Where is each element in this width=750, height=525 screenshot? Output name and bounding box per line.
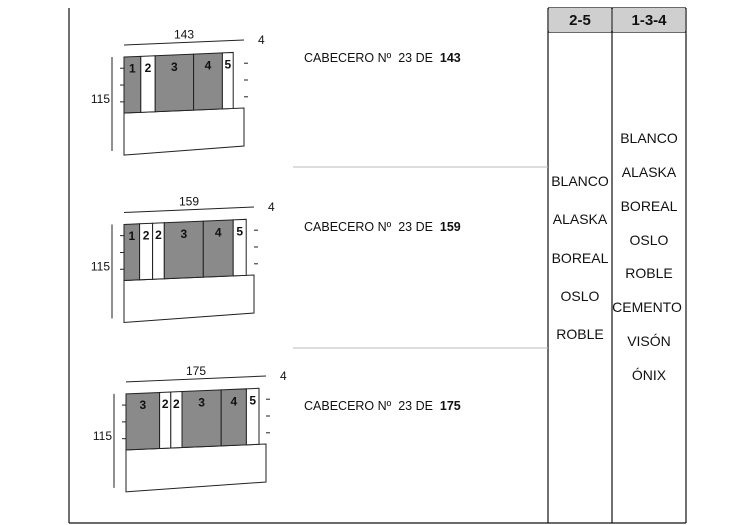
width-dimension-label: 159 bbox=[179, 195, 199, 209]
model-label: CABECERO Nº 23 DE 159 bbox=[304, 220, 461, 234]
width-dimension-line bbox=[123, 206, 255, 213]
panel-number: 3 bbox=[180, 227, 187, 241]
headboard-base bbox=[123, 107, 245, 156]
panel-number: 5 bbox=[224, 58, 231, 72]
width-dimension-label: 143 bbox=[174, 28, 194, 42]
model-width: 143 bbox=[439, 51, 461, 65]
panel-number: 2 bbox=[173, 397, 180, 411]
finish-item: BLANCO bbox=[620, 130, 678, 146]
depth-dimension-label: 4 bbox=[280, 369, 287, 383]
finish-item: VISÓN bbox=[627, 333, 671, 349]
column-header-1-3-4: 1-3-4 bbox=[613, 8, 685, 32]
panel-number: 4 bbox=[205, 59, 212, 73]
panel-number: 4 bbox=[215, 226, 222, 240]
height-dimension-label: 115 bbox=[93, 429, 112, 443]
column-header-2-5: 2-5 bbox=[549, 8, 611, 32]
panel-number: 2 bbox=[145, 61, 152, 75]
finish-item: BOREAL bbox=[620, 198, 678, 214]
finish-item: BOREAL bbox=[551, 250, 609, 266]
model-width: 175 bbox=[439, 399, 461, 413]
panel-number: 5 bbox=[236, 225, 243, 239]
finish-item: ALASKA bbox=[552, 211, 608, 227]
finish-item: ALASKA bbox=[621, 164, 677, 180]
finish-item: ROBLE bbox=[556, 326, 604, 342]
panel-number: 2 bbox=[155, 228, 162, 242]
model-width: 159 bbox=[439, 220, 461, 234]
headboard-panel bbox=[245, 387, 260, 446]
headboard-base bbox=[125, 443, 267, 493]
model-label: CABECERO Nº 23 DE 175 bbox=[304, 399, 461, 413]
panel-number: 2 bbox=[162, 397, 169, 411]
width-dimension-line bbox=[123, 39, 245, 46]
panel-number: 3 bbox=[171, 60, 178, 74]
headboard-panel bbox=[221, 51, 234, 110]
finish-item: OSLO bbox=[560, 288, 600, 304]
panel-number: 4 bbox=[230, 394, 237, 408]
width-dimension-line bbox=[125, 375, 267, 383]
headboard-panel bbox=[232, 218, 247, 277]
height-dimension-label: 115 bbox=[91, 259, 110, 273]
finish-item: OSLO bbox=[629, 232, 669, 248]
finish-item: BLANCO bbox=[551, 173, 609, 189]
depth-dimension-label: 4 bbox=[258, 33, 265, 47]
panel-number: 2 bbox=[143, 229, 150, 243]
panel-number: 1 bbox=[129, 62, 136, 76]
panel-number: 3 bbox=[198, 396, 205, 410]
depth-dimension-label: 4 bbox=[268, 200, 275, 214]
finish-item: CEMENTO bbox=[612, 299, 682, 315]
panel-number: 5 bbox=[249, 394, 256, 408]
finish-item: ÓNIX bbox=[631, 367, 667, 383]
model-label: CABECERO Nº 23 DE 143 bbox=[304, 51, 461, 65]
height-dimension-label: 115 bbox=[91, 92, 110, 106]
panel-number: 3 bbox=[139, 398, 146, 412]
finish-item: ROBLE bbox=[625, 265, 673, 281]
headboard-base bbox=[123, 274, 255, 323]
panel-number: 1 bbox=[128, 229, 135, 243]
width-dimension-label: 175 bbox=[186, 364, 206, 378]
